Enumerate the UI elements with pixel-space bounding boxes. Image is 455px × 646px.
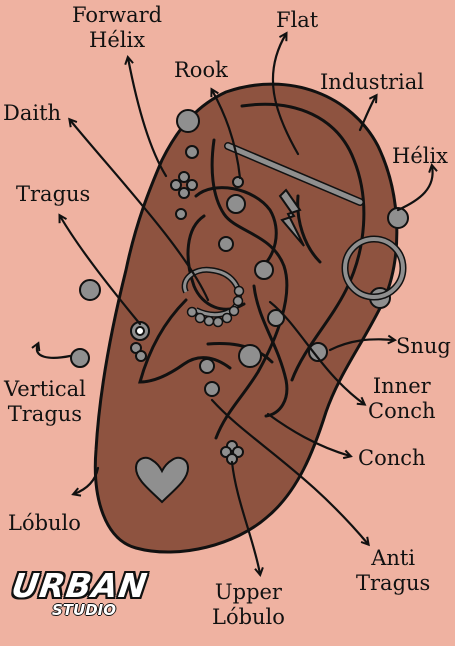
- label-conch: Conch: [358, 446, 426, 470]
- bolt-icon: [278, 188, 305, 247]
- logo-main-text: URBAN: [9, 566, 151, 605]
- label-lobulo: Lóbulo: [8, 511, 81, 535]
- ear-folds: [138, 102, 366, 440]
- label-rook: Rook: [174, 58, 228, 82]
- label-snug: Snug: [396, 334, 451, 358]
- logo-sub-text: STUDIO: [52, 601, 116, 619]
- label-daith: Daith: [3, 101, 62, 125]
- rings: [181, 235, 407, 318]
- label-tragus: Tragus: [16, 182, 91, 206]
- label-helix: Hélix: [392, 144, 449, 168]
- label-flat: Flat: [276, 8, 319, 32]
- daith-chain: [186, 285, 245, 328]
- label-industrial: Industrial: [320, 70, 424, 94]
- jewelry: [70, 109, 409, 504]
- pointer-arrows: [37, 34, 433, 574]
- urban-studio-logo: URBAN STUDIO: [9, 566, 150, 628]
- ear-shape: [93, 82, 399, 554]
- heart-icon: [134, 456, 190, 504]
